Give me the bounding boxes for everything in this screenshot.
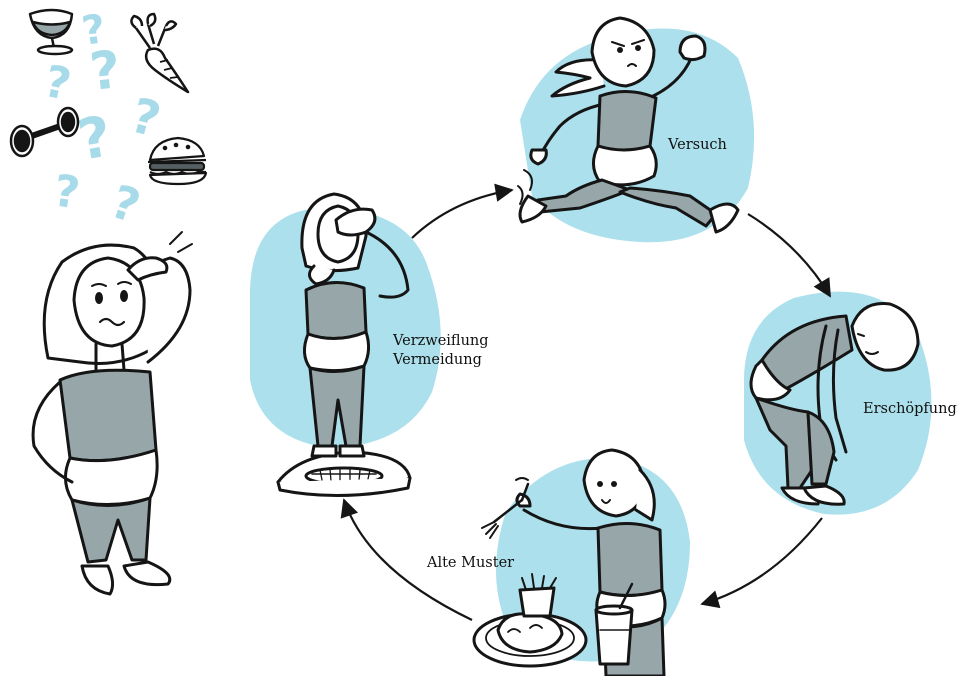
question-mark-icon: ?: [73, 104, 116, 174]
question-mark-icon: ?: [87, 40, 123, 103]
question-mark-icon: ?: [50, 165, 82, 219]
wine-glass-icon: [30, 10, 72, 54]
arrow-exhaustion-to-old-patterns: [702, 518, 822, 604]
burger-icon: [148, 138, 206, 184]
question-mark-icon: ?: [40, 56, 76, 111]
arrow-attempt-to-exhaustion: [748, 214, 830, 296]
stage-label-despair-line1: Verzweiflung: [393, 332, 489, 351]
question-mark-icon: ?: [125, 87, 166, 148]
stage-label-despair-line2: Vermeidung: [393, 351, 489, 370]
stage-label-despair: Verzweiflung Vermeidung: [393, 332, 489, 370]
stage-label-exhaustion: Erschöpfung: [863, 400, 957, 419]
question-mark-icon: ?: [105, 174, 147, 234]
carrot-icon: [131, 14, 188, 92]
stage-label-old-patterns: Alte Muster: [427, 554, 514, 573]
dumbbell-icon: [11, 108, 78, 156]
arrow-despair-to-attempt: [412, 190, 512, 238]
scale-icon: [278, 452, 410, 496]
stage-label-attempt: Versuch: [668, 136, 727, 155]
confused-woman-figure: [33, 232, 192, 594]
